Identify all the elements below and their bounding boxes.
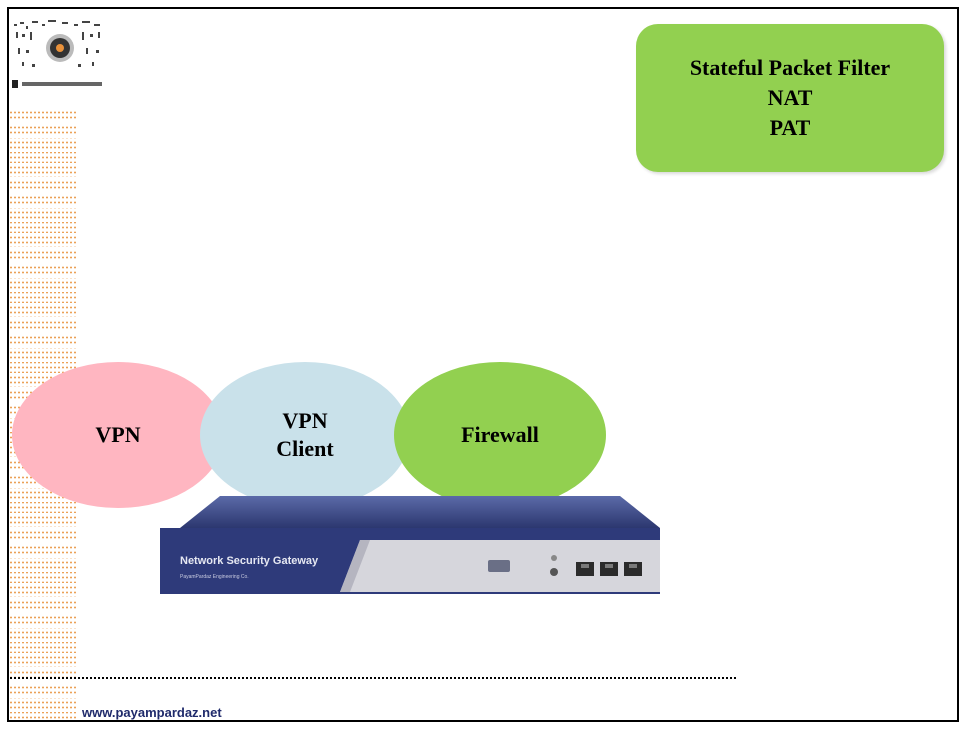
features-badge: Stateful Packet Filter NAT PAT: [636, 24, 944, 172]
vpn-client-label-line2: Client: [276, 436, 334, 461]
slide-frame: [7, 7, 959, 722]
vpn-label: VPN: [95, 422, 141, 447]
footer-divider: [10, 677, 736, 679]
firewall-label: Firewall: [461, 422, 539, 447]
device-sublabel: PayamPardaz Engineering Co.: [180, 574, 249, 580]
firewall-ellipse: Firewall: [394, 362, 606, 508]
vpn-ellipse: VPN: [12, 362, 224, 508]
badge-line-stateful: Stateful Packet Filter: [689, 55, 891, 80]
decorative-dotted-column: [9, 110, 77, 720]
console-port-icon: [488, 560, 510, 572]
footer-url[interactable]: www.payampardaz.net: [82, 705, 222, 720]
vpn-client-label-line1: VPN: [282, 408, 328, 433]
power-indicator-icon: [551, 555, 557, 561]
badge-line-pat: PAT: [769, 115, 811, 140]
device-label: Network Security Gateway: [180, 555, 319, 567]
badge-line-nat: NAT: [767, 85, 813, 110]
vpn-client-ellipse: VPN Client: [200, 362, 410, 508]
logo-icon: [12, 20, 102, 88]
ethernet-ports-icon: [576, 562, 642, 576]
network-gateway-device-icon: Network Security Gateway PayamPardaz Eng…: [160, 496, 660, 594]
